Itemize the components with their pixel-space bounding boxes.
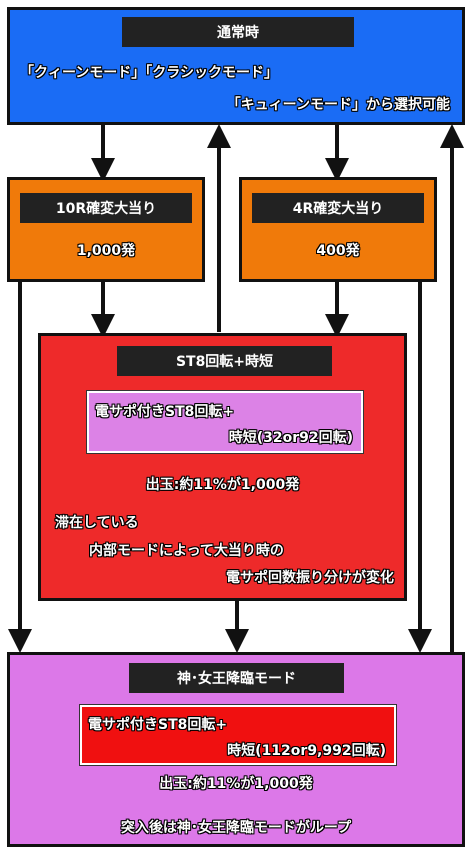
st-mode-box: ST8回転+時短 電サポ付きST8回転+ 時短(32or92回転) 出玉:約11… bbox=[38, 333, 407, 601]
goddess-mode-detail-line1: 電サポ付きST8回転+ bbox=[88, 717, 228, 733]
normal-mode-title: 通常時 bbox=[122, 17, 354, 47]
normal-mode-box: 通常時 「クィーンモード」「クラシックモード」 「キュィーンモード」から選択可能 bbox=[7, 7, 465, 125]
goddess-mode-payout: 出玉:約11%が1,000発 bbox=[159, 776, 313, 792]
goddess-mode-detail-box: 電サポ付きST8回転+ 時短(112or9,992回転) bbox=[79, 704, 397, 766]
10r-big-hit-title: 10R確変大当り bbox=[20, 193, 192, 223]
normal-mode-line1: 「クィーンモード」「クラシックモード」 bbox=[20, 65, 279, 81]
4r-big-hit-value: 400発 bbox=[316, 243, 360, 259]
st-mode-detail-line1: 電サポ付きST8回転+ bbox=[95, 404, 235, 420]
goddess-mode-box: 神･女王降臨モード 電サポ付きST8回転+ 時短(112or9,992回転) 出… bbox=[7, 652, 465, 847]
st-mode-note2: 内部モードによって大当り時の bbox=[89, 543, 284, 559]
goddess-mode-detail-line2: 時短(112or9,992回転) bbox=[227, 743, 386, 759]
st-mode-note1: 滞在している bbox=[55, 515, 139, 531]
10r-big-hit-box: 10R確変大当り 1,000発 bbox=[7, 177, 205, 282]
10r-big-hit-value: 1,000発 bbox=[76, 243, 136, 259]
goddess-mode-title: 神･女王降臨モード bbox=[129, 663, 344, 693]
goddess-mode-loop: 突入後は神･女王降臨モードがループ bbox=[120, 820, 352, 836]
st-mode-payout: 出玉:約11%が1,000発 bbox=[145, 477, 300, 493]
4r-big-hit-box: 4R確変大当り 400発 bbox=[239, 177, 437, 282]
st-mode-detail-box: 電サポ付きST8回転+ 時短(32or92回転) bbox=[86, 390, 364, 454]
normal-mode-line2: 「キュィーンモード」から選択可能 bbox=[226, 97, 450, 113]
st-mode-note3: 電サポ回数振り分けが変化 bbox=[226, 570, 394, 586]
4r-big-hit-title: 4R確変大当り bbox=[252, 193, 424, 223]
st-mode-title: ST8回転+時短 bbox=[117, 346, 332, 376]
st-mode-detail-line2: 時短(32or92回転) bbox=[228, 430, 353, 446]
